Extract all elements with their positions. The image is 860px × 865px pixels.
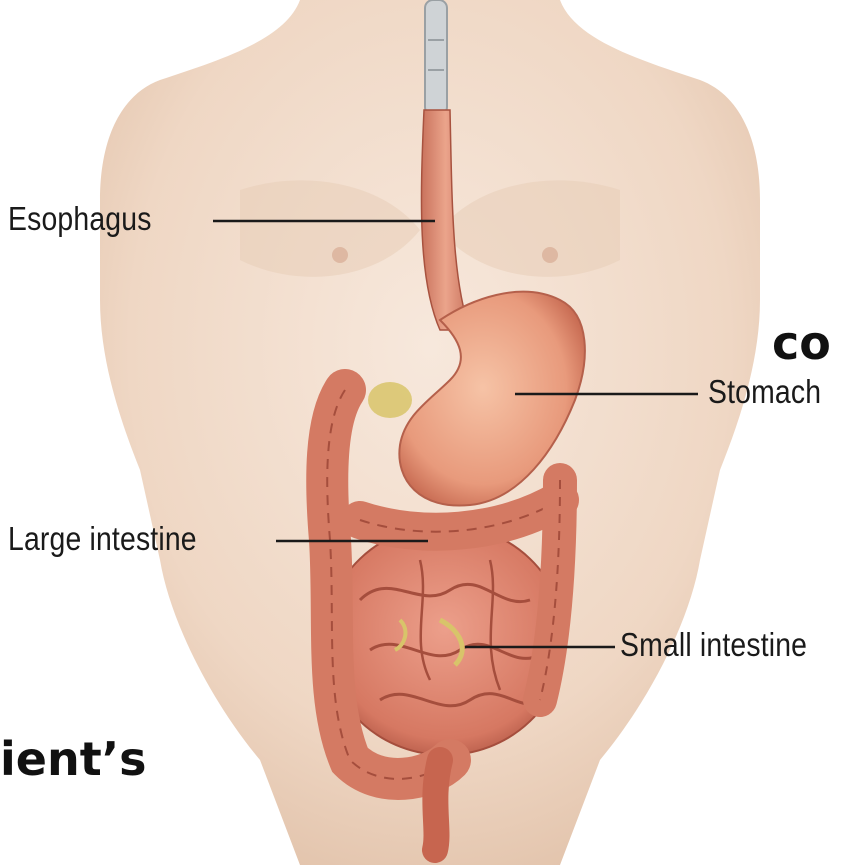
esophagus-label: Esophagus <box>8 200 152 238</box>
overlay-text-left: ient’s <box>0 732 147 786</box>
small-intestine-organ <box>325 525 565 755</box>
overlay-text-right: co <box>772 316 831 370</box>
large-intestine-label: Large intestine <box>8 520 197 558</box>
small-intestine-label: Small intestine <box>620 626 807 664</box>
stomach-label: Stomach <box>708 373 821 411</box>
